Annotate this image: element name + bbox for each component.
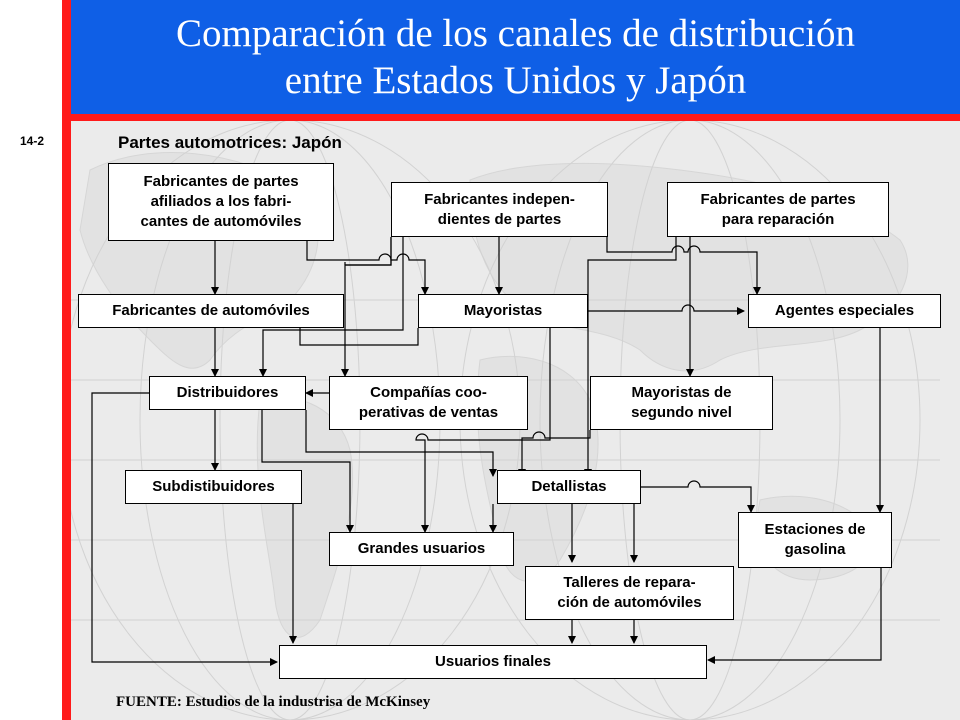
- node-gas-stations: Estaciones de gasolina: [738, 512, 892, 568]
- node-subdistributors: Subdistibuidores: [125, 470, 302, 504]
- node-large-users: Grandes usuarios: [329, 532, 514, 566]
- edge-coops-retailers: [305, 410, 497, 477]
- edge-affiliated-wholesalers: [306, 241, 429, 295]
- node-independent-parts-makers: Fabricantes indepen- dientes de partes: [391, 182, 608, 237]
- edge-wholesalers-second: [415, 328, 551, 533]
- node-distributors: Distribuidores: [149, 376, 306, 410]
- red-accent-stripe: [62, 0, 71, 720]
- slide-number: 14-2: [20, 134, 45, 148]
- node-retailers: Detallistas: [497, 470, 641, 504]
- node-wholesalers: Mayoristas: [418, 294, 588, 328]
- edge-automakers-wholesalers: [299, 328, 419, 346]
- node-affiliated-parts-makers: Fabricantes de partes afiliados a los fa…: [108, 163, 334, 241]
- edge-repair-retailers: [584, 237, 677, 477]
- edge-wholesalers-agents: [588, 304, 745, 315]
- node-end-users: Usuarios finales: [279, 645, 707, 679]
- slide-title-line-1: Comparación de los canales de distribuci…: [175, 12, 856, 55]
- edge-independent-agents: [606, 237, 761, 295]
- edge-retailers-gas: [641, 480, 755, 513]
- node-repair-shops: Talleres de repara- ción de automóviles: [525, 566, 734, 620]
- diagram-subtitle: Partes automotrices: Japón: [118, 133, 342, 152]
- edge-independent-distributors-2: [259, 237, 404, 377]
- source-note: FUENTE: Estudios de la industrisa de McK…: [116, 694, 431, 710]
- node-special-agents: Agentes especiales: [748, 294, 941, 328]
- edge-distributors-large: [261, 410, 354, 533]
- edge-independent-coops: [341, 237, 392, 377]
- node-sales-cooperatives: Compañías coo- perativas de ventas: [329, 376, 528, 430]
- node-repair-parts-makers: Fabricantes de partes para reparación: [667, 182, 889, 237]
- slide-title-line-2: entre Estados Unidos y Japón: [284, 59, 747, 102]
- node-second-level-wholesalers: Mayoristas de segundo nivel: [590, 376, 773, 430]
- edge-independent-distributors: [344, 237, 392, 266]
- edge-second-retailers: [518, 430, 591, 477]
- edge-distributors-endusers: [91, 392, 278, 666]
- node-automakers: Fabricantes de automóviles: [78, 294, 344, 328]
- slide-title: Comparación de los canales de distribuci…: [71, 10, 960, 104]
- left-margin: [0, 0, 62, 720]
- title-underline: [71, 114, 960, 121]
- edge-gas-endusers: [707, 568, 882, 664]
- title-banner: [71, 0, 960, 114]
